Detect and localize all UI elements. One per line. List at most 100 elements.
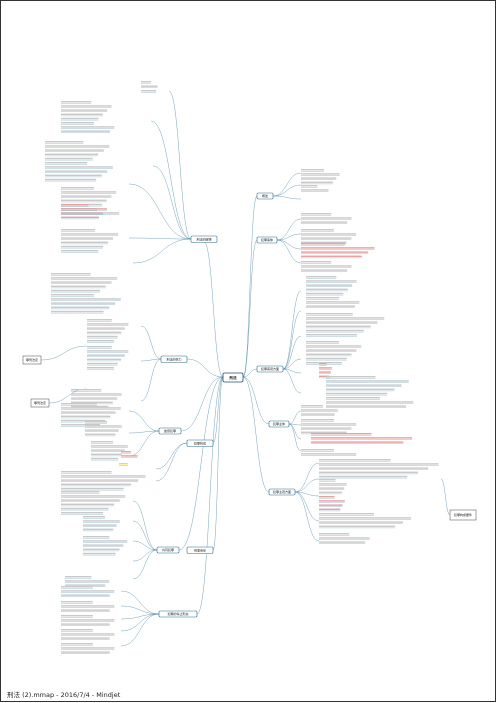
leaf-interp-c: [45, 153, 99, 155]
branch-objective[interactable]: 犯罪客观方面: [256, 365, 284, 373]
leaf-objective-d: [326, 401, 414, 403]
leaf-objective-a: [306, 284, 353, 286]
leaf-constit-red: [121, 455, 138, 457]
leaf-objective-d: [326, 380, 409, 382]
leaf-subject-red: [311, 441, 404, 443]
callout-link-3: [440, 478, 451, 516]
callout-link-1: [40, 345, 88, 361]
leaf-objective-a: [306, 288, 348, 290]
callout-elements[interactable]: 犯罪构成要件: [449, 509, 477, 521]
sub-overview-2: [272, 195, 302, 200]
leaf-object-b: [301, 233, 357, 235]
leaf-subjective-c: [319, 521, 403, 523]
leaf-interp-b: [61, 122, 94, 124]
sub-interp-2: [152, 165, 192, 240]
leaf-stop-c: [61, 619, 115, 621]
leaf-object-red: [301, 251, 369, 253]
leaf-subject-b: [301, 427, 352, 429]
connector-left-5: [178, 376, 224, 551]
leaf-joint-c: [83, 544, 124, 546]
leaf-interp-e: [61, 233, 118, 235]
leaf-interp-f: [51, 289, 100, 292]
leaf-objective-red: [319, 367, 332, 369]
leaf-objective-c: [306, 345, 362, 347]
leaf-interp-e: [61, 229, 96, 231]
leaf-subjective-a: [319, 471, 418, 473]
leaf-interp-e: [61, 245, 104, 248]
sub-objective-1: [282, 310, 302, 370]
leaf-subject-red: [311, 433, 372, 435]
branch-objective-label: 犯罪客观方面: [261, 366, 279, 371]
branch-joint[interactable]: 共同犯罪: [156, 546, 180, 554]
leaf-interp-b: [61, 113, 103, 115]
sub-object-2: [276, 239, 302, 250]
leaf-objective-a: [306, 280, 357, 282]
branch-intentional[interactable]: 故意犯罪: [158, 427, 182, 435]
leaf-constit-d: [61, 483, 131, 485]
branch-liability[interactable]: 刑事责任: [186, 546, 214, 554]
leaf-constit-a: [61, 411, 116, 413]
leaf-joint-b: [83, 528, 114, 530]
branch-stop-form[interactable]: 犯罪的停止形态: [158, 610, 198, 618]
leaf-joint-d: [65, 580, 110, 582]
connector-left-0: [203, 241, 224, 378]
central-node[interactable]: 刑法: [222, 372, 244, 383]
branch-effect[interactable]: 刑法的效力: [160, 355, 188, 363]
leaf-subjective-c: [319, 513, 374, 515]
leaf-objective-c: [306, 341, 339, 343]
leaf-subjective-c: [319, 525, 395, 527]
leaf-objective-d: [326, 388, 395, 390]
leaf-joint-a: [61, 503, 115, 505]
leaf-constit-c: [91, 441, 113, 443]
leaf-stop-a: [61, 594, 110, 596]
callout-legality-1[interactable]: 罪刑法定: [22, 355, 42, 365]
callout-link-2: [48, 388, 88, 404]
leaf-effect-b: [87, 367, 114, 369]
branch-constitution-label: 犯罪构成: [194, 440, 206, 445]
leaf-effect-b: [87, 362, 118, 365]
sub-object-1: [276, 233, 302, 241]
leaf-constit-b: [85, 421, 107, 423]
sub-subject-1: [288, 423, 302, 426]
leaf-effect-b: [87, 346, 112, 348]
branch-subjective[interactable]: 犯罪主观方面: [268, 488, 296, 496]
leaf-joint-d: [65, 576, 92, 578]
leaf-joint-b: [83, 520, 120, 522]
callout-legality-2-label: 罪刑法定: [34, 400, 46, 405]
sub-subjective-4: [294, 491, 320, 542]
leaf-interp-red: [61, 208, 107, 210]
sub-effect-0: [140, 325, 162, 360]
leaf-interp-c: [45, 178, 97, 181]
sub-effect-2: [140, 358, 162, 402]
branch-interpretation[interactable]: 刑法的解释: [190, 235, 218, 243]
sub-constit-2: [128, 430, 160, 457]
leaf-objective-c: [306, 353, 352, 355]
leaf-constit-a: [61, 415, 111, 417]
sub-constit-1: [128, 430, 160, 434]
leaf-subjective-d: [319, 533, 350, 535]
leaf-subject-red: [311, 437, 413, 439]
leaf-joint-a: [61, 512, 103, 514]
callout-legality-2[interactable]: 罪刑法定: [30, 398, 50, 408]
leaf-object-a: [301, 213, 332, 215]
leaf-effect-c: [71, 405, 109, 408]
leaf-joint-a: [61, 507, 109, 510]
leaf-interp-b: [61, 130, 110, 132]
leaf-constit-d: [61, 471, 112, 473]
branch-constitution[interactable]: 犯罪构成: [186, 439, 214, 447]
leaf-objective-b: [306, 313, 353, 315]
branch-object[interactable]: 犯罪客体: [256, 236, 278, 244]
leaf-interp-b: [61, 109, 108, 111]
leaf-constit-b: [85, 429, 119, 431]
leaf-interp-b: [61, 105, 112, 107]
branch-subject[interactable]: 犯罪主体: [268, 420, 290, 428]
leaf-stop-d: [61, 637, 110, 639]
leaf-objective-red: [319, 375, 330, 377]
leaf-objective-d: [326, 376, 376, 378]
leaf-objective-a: [306, 292, 344, 295]
leaf-subject-c: [301, 449, 334, 451]
leaf-joint-b: [83, 516, 105, 518]
leaf-joint-a: [61, 499, 120, 501]
branch-overview[interactable]: 概述: [256, 192, 274, 200]
leaf-subjective-d: [319, 541, 366, 543]
